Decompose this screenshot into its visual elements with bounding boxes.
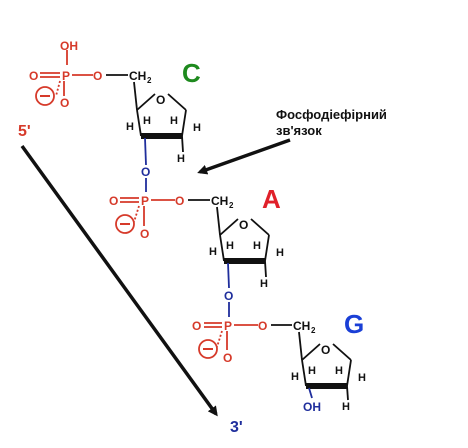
h-label-1a: H [126,121,134,133]
phosphorus-label-1: P [62,69,70,83]
ch2-subscript-1: 2 [147,76,152,85]
oxygen-label-2a: O [109,194,118,208]
oxygen-label-2c: O [175,194,184,208]
three-prime-label: 3' [230,419,243,436]
five-prime-label: 5' [18,123,31,140]
oxygen-label-1c: O [93,69,102,83]
bond-pointer-arrow [197,138,291,175]
oh-label-1: OH [60,39,78,53]
negative-charge-icon-2 [115,214,135,234]
caption-line-2: зв'язок [276,123,322,138]
ch2-label-3: CH [293,319,310,333]
base-label-g: G [344,309,364,339]
oxygen-label-1b: O [60,96,69,110]
phosphate-group-2: P O O O [109,194,184,241]
ring-oxygen-label-2: O [239,218,248,232]
h-label-1e: H [177,153,185,165]
h-label-2a: H [209,246,217,258]
h-label-2e: H [260,278,268,290]
ch2-subscript-2: 2 [229,201,234,210]
h-label-3b: H [308,365,316,377]
h-label-3d: H [358,372,366,384]
ch2-label-2: CH [211,194,228,208]
phosphorus-label-2: P [141,194,149,208]
ring-oxygen-label-1: O [156,93,165,107]
negative-charge-icon-1 [35,86,55,106]
nucleotide-2: P O O O CH 2 O H H H H H A [109,184,284,317]
ch2-subscript-3: 2 [311,326,316,335]
h-label-2b: H [226,240,234,252]
ring-oxygen-label-3: O [321,343,330,357]
oxygen-label-2b: O [140,227,149,241]
bridge-oxygen-label-1: O [141,165,150,179]
nucleotide-3: P O O O CH 2 O H H H H H OH [192,309,366,414]
oxygen-label-1a: O [29,69,38,83]
negative-charge-icon-3 [198,339,218,359]
strand-direction-arrow [20,144,218,417]
oxygen-label-3b: O [223,351,232,365]
deoxyribose-ring-2: O H H H H H [209,218,284,290]
nucleotide-1: OH P O O O CH 2 O H H H H H [29,39,201,192]
bridge-oxygen-label-2: O [224,289,233,303]
h-label-2c: H [253,240,261,252]
deoxyribose-ring-1: O H H H H H [126,93,201,165]
base-label-c: C [182,58,201,88]
terminal-oh-label: OH [303,400,321,414]
base-label-a: A [262,184,281,214]
phosphate-group-1: OH P O O O [29,39,102,110]
h-label-2d: H [276,247,284,259]
phosphorus-label-3: P [224,319,232,333]
h-label-1c: H [170,115,178,127]
oxygen-label-3c: O [258,319,267,333]
h-label-3c: H [335,365,343,377]
h-label-1b: H [143,115,151,127]
ch2-label-1: CH [129,69,146,83]
h-label-3e: H [342,401,350,413]
oxygen-label-3a: O [192,319,201,333]
phosphate-group-3: P O O O [192,319,267,365]
caption-line-1: Фосфодіефірний [276,107,387,122]
deoxyribose-ring-3: O H H H H H OH [291,343,366,414]
h-label-1d: H [193,122,201,134]
h-label-3a: H [291,371,299,383]
